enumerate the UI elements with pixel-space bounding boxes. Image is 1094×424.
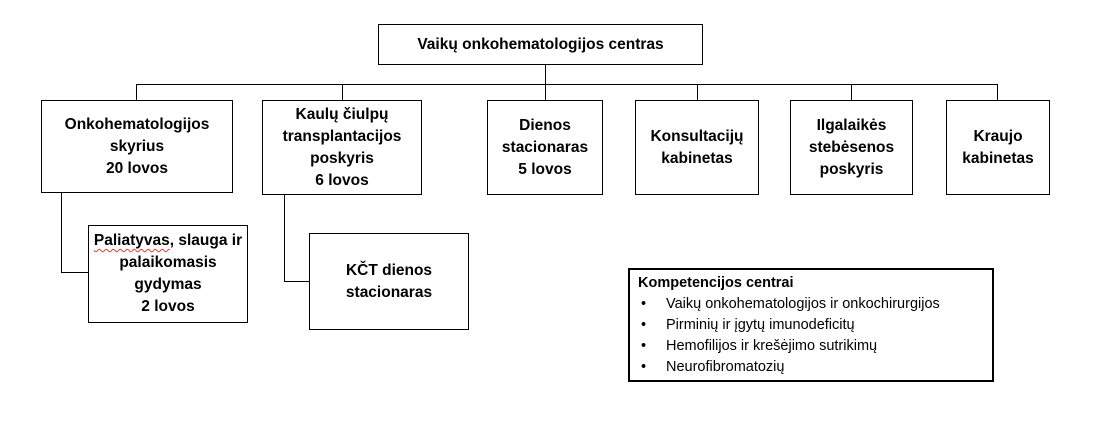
- drop-dienos: [545, 84, 546, 100]
- unit-line: transplantacijos: [282, 127, 402, 145]
- unit-dienos-stacionaras: Dienos stacionaras 5 lovos: [487, 100, 603, 195]
- subunit-paliatyvas: Paliatyvas, slauga ir palaikomasis gydym…: [88, 225, 248, 323]
- unit-line: 5 lovos: [518, 160, 572, 178]
- legend-item-text: Neurofibromatozių: [666, 359, 785, 375]
- unit-ilgalaikes-stebesenos: Ilgalaikės stebėsenos poskyris: [790, 100, 913, 195]
- unit-line: poskyris: [310, 149, 374, 167]
- unit-line: Dienos: [519, 116, 571, 134]
- subunit-line: gydymas: [134, 276, 202, 293]
- subunit-line: stacionaras: [345, 283, 433, 301]
- legend-item: • Neurofibromatozių: [638, 357, 992, 378]
- drop-ilgalaikes: [851, 84, 852, 100]
- bullet-icon: •: [641, 359, 647, 375]
- subunit-line: palaikomasis: [119, 254, 217, 271]
- unit-konsultaciju-kabinetas: Konsultacijų kabinetas: [635, 100, 759, 195]
- legend-item: • Pirminių ir įgytų imunodeficitų: [638, 315, 992, 336]
- subunit-kct-dienos-stacionaras: KČT dienos stacionaras: [309, 233, 469, 330]
- root-connector: [545, 65, 546, 85]
- unit-line: Kraujo: [973, 127, 1023, 145]
- subunit-line: 2 lovos: [141, 298, 195, 315]
- unit-kraujo-kabinetas: Kraujo kabinetas: [946, 100, 1050, 195]
- branch-onko-horizontal: [61, 272, 88, 273]
- unit-line: stebėsenos: [808, 138, 895, 156]
- unit-line: kabinetas: [962, 149, 1034, 167]
- root-label: Vaikų onkohematologijos centras: [417, 35, 664, 53]
- unit-line: 20 lovos: [105, 159, 169, 177]
- legend-title: Kompetencijos centrai: [638, 275, 794, 291]
- legend-item-text: Vaikų onkohematologijos ir onkochirurgij…: [666, 296, 940, 312]
- spellcheck-word: Paliatyvas: [93, 232, 170, 249]
- bullet-icon: •: [641, 317, 647, 333]
- legend-item: • Vaikų onkohematologijos ir onkochirurgi…: [638, 294, 992, 315]
- unit-line: skyrius: [109, 137, 165, 155]
- legend-item: • Hemofilijos ir krešėjimo sutrikimų: [638, 336, 992, 357]
- drop-konsultaciju: [697, 84, 698, 100]
- unit-line: Kaulų čiulpų: [295, 105, 389, 123]
- unit-line: kabinetas: [661, 149, 733, 167]
- drop-onkohematologijos: [136, 84, 137, 100]
- unit-line: Ilgalaikės: [816, 116, 887, 134]
- drop-kraujo: [997, 84, 998, 100]
- subunit-line-rest: , slauga ir: [169, 232, 243, 249]
- bullet-icon: •: [641, 338, 647, 354]
- branch-kcst-horizontal: [284, 281, 309, 282]
- drop-kcst: [342, 84, 343, 100]
- legend-item-text: Pirminių ir įgytų imunodeficitų: [666, 317, 855, 333]
- branch-kcst-vertical: [284, 194, 285, 282]
- branch-onko-vertical: [61, 192, 62, 273]
- competence-centers-legend: Kompetencijos centrai • Vaikų onkohematol…: [628, 268, 994, 382]
- subunit-line: KČT dienos: [345, 261, 433, 279]
- bullet-icon: •: [641, 296, 647, 312]
- subunit-line: Paliatyvas, slauga ir: [94, 230, 242, 252]
- legend-list: • Vaikų onkohematologijos ir onkochirurgi…: [638, 294, 992, 378]
- unit-line: Onkohematologijos: [64, 115, 210, 133]
- unit-line: poskyris: [819, 160, 884, 178]
- legend-item-text: Hemofilijos ir krešėjimo sutrikimų: [666, 338, 878, 354]
- unit-line: Konsultacijų: [650, 127, 744, 145]
- unit-onkohematologijos-skyrius: Onkohematologijos skyrius 20 lovos: [41, 100, 233, 193]
- unit-line: 6 lovos: [315, 171, 369, 189]
- unit-kaulu-ciulpu-transplantacijos: Kaulų čiulpų transplantacijos poskyris 6…: [262, 100, 422, 195]
- root-node: Vaikų onkohematologijos centras: [378, 24, 703, 65]
- unit-line: stacionaras: [501, 138, 589, 156]
- horizontal-bus: [136, 84, 998, 85]
